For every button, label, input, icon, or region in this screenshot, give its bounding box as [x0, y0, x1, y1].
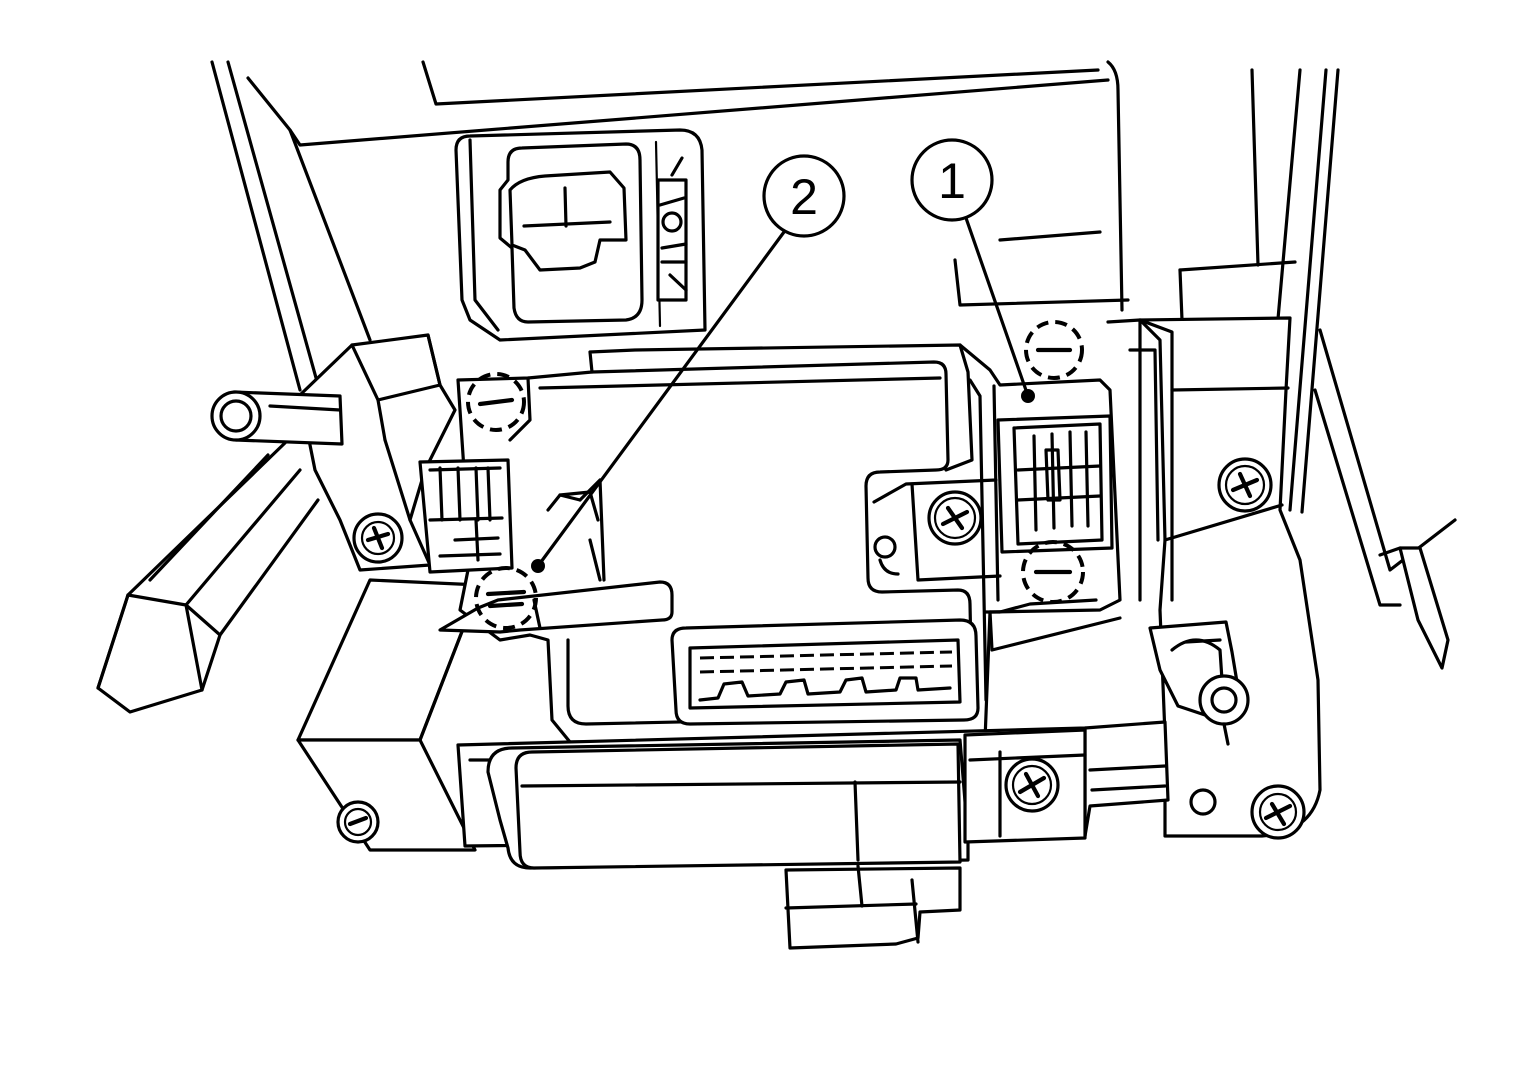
left-bracket	[298, 333, 457, 572]
retaining-clip-icon	[1021, 540, 1085, 604]
phillips-screw-icon	[927, 490, 983, 546]
phillips-screw-icon	[336, 800, 380, 844]
connector-right	[996, 414, 1114, 554]
callout-1-label: 1	[938, 153, 966, 209]
phillips-screw-icon	[1004, 757, 1060, 813]
small-connector-left	[418, 458, 514, 574]
retaining-clip-icon	[1024, 320, 1084, 380]
round-terminal	[1148, 620, 1250, 746]
callout-1: 1	[910, 138, 1035, 403]
retaining-clip-icon	[466, 372, 526, 432]
callout-2-label: 2	[790, 169, 818, 225]
dashboard-housing	[210, 60, 1457, 607]
callout-2: 2	[531, 154, 846, 573]
lower-component	[486, 728, 1087, 950]
phillips-screw-icon	[352, 512, 404, 564]
mounting-pin	[210, 390, 344, 446]
right-wedge	[1378, 546, 1450, 670]
left-lever	[96, 438, 320, 714]
phillips-screw-icon	[1217, 457, 1273, 513]
harness-connector-large	[670, 618, 980, 726]
rear-connector-housing	[454, 128, 707, 342]
retaining-clip-icon	[474, 566, 538, 630]
lower-left-support	[296, 578, 482, 852]
phillips-screw-icon	[1250, 784, 1306, 840]
